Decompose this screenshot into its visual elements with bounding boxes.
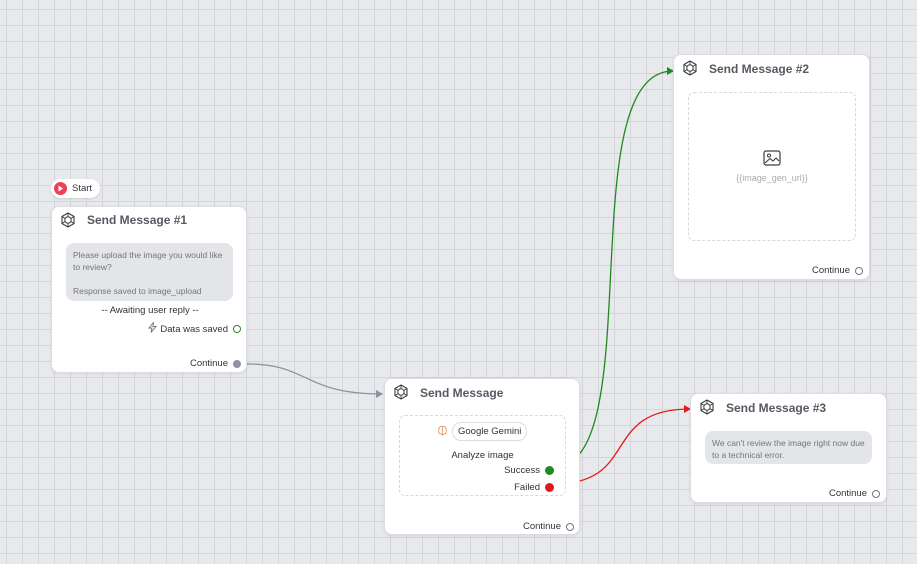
integration-pill[interactable]: Google Gemini bbox=[452, 422, 528, 441]
continue-port[interactable] bbox=[855, 266, 863, 275]
continue-port-row: Continue bbox=[829, 488, 880, 499]
node-send-message[interactable]: Send Message Google Gemini Analyze image… bbox=[384, 378, 580, 535]
image-placeholder: {{image_gen_url}} bbox=[688, 92, 856, 241]
node-title: Send Message bbox=[420, 386, 504, 400]
message-text: We can't review the image right now due … bbox=[712, 438, 865, 460]
continue-label: Continue bbox=[522, 521, 561, 532]
integration-block: Google Gemini Analyze image Success Fail… bbox=[399, 415, 566, 496]
continue-port-row: Continue bbox=[190, 358, 241, 369]
continue-label: Continue bbox=[189, 358, 228, 369]
message-bubble: Please upload the image you would like t… bbox=[66, 243, 233, 301]
node-title: Send Message #2 bbox=[709, 62, 810, 76]
play-icon bbox=[54, 182, 67, 195]
message-text: Please upload the image you would like t… bbox=[73, 250, 223, 272]
continue-port[interactable] bbox=[233, 359, 241, 368]
lightning-icon bbox=[148, 321, 158, 336]
data-saved-port[interactable] bbox=[233, 325, 241, 333]
saved-note: Response saved to image_upload bbox=[73, 286, 202, 296]
node-title: Send Message #3 bbox=[726, 401, 827, 415]
node-send-message-3[interactable]: Send Message #3 We can't review the imag… bbox=[690, 393, 887, 503]
data-saved-port-row: Data was saved bbox=[148, 321, 241, 336]
image-icon bbox=[763, 150, 781, 171]
success-label: Success bbox=[504, 465, 540, 476]
node-send-message-2[interactable]: Send Message #2 {{image_gen_url}} Contin… bbox=[673, 54, 870, 280]
start-label: Start bbox=[72, 183, 93, 194]
continue-port-row: Continue bbox=[812, 265, 863, 276]
continue-port[interactable] bbox=[566, 522, 574, 531]
chatbot-icon bbox=[683, 60, 697, 76]
chatbot-icon bbox=[700, 399, 714, 415]
message-bubble: We can't review the image right now due … bbox=[705, 431, 872, 464]
continue-port-row: Continue bbox=[523, 521, 574, 532]
edge-continue-to-send[interactable] bbox=[240, 363, 383, 398]
image-url-variable: {{image_gen_url}} bbox=[736, 173, 808, 183]
integration-row: Google Gemini bbox=[437, 422, 528, 441]
node-title: Send Message #1 bbox=[87, 213, 188, 227]
failed-port-row: Failed bbox=[514, 482, 554, 493]
continue-port[interactable] bbox=[872, 489, 880, 498]
start-node[interactable]: Start bbox=[51, 179, 100, 198]
continue-label: Continue bbox=[811, 265, 850, 276]
chatbot-icon bbox=[394, 384, 408, 400]
failed-label: Failed bbox=[514, 482, 540, 493]
success-port[interactable] bbox=[545, 466, 554, 475]
node-send-message-1[interactable]: Send Message #1 Please upload the image … bbox=[51, 206, 247, 373]
success-port-row: Success bbox=[504, 465, 554, 476]
awaiting-status: -- Awaiting user reply -- bbox=[101, 305, 199, 316]
brain-icon bbox=[437, 423, 448, 441]
continue-label: Continue bbox=[828, 488, 867, 499]
data-saved-label: Data was saved bbox=[160, 323, 228, 335]
chatbot-icon bbox=[61, 212, 75, 228]
failed-port[interactable] bbox=[545, 483, 554, 492]
action-label: Analyze image bbox=[451, 450, 514, 461]
